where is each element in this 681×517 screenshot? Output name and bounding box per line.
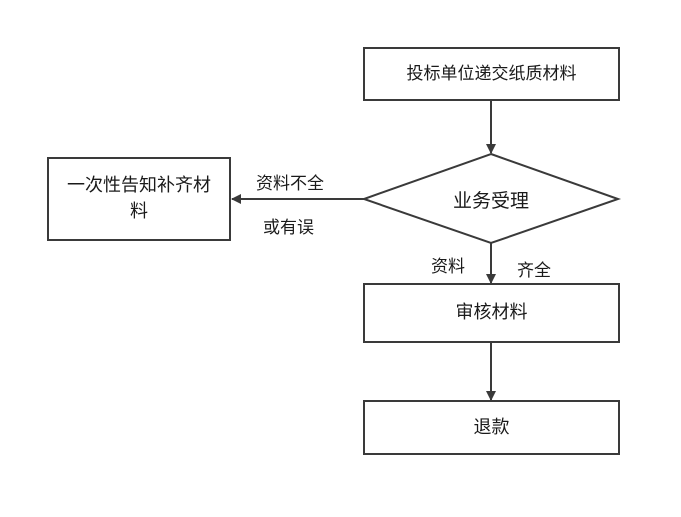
node-submit-materials: 投标单位递交纸质材料 <box>363 47 620 101</box>
edge-label-complete-line1: 资料 <box>431 257 465 277</box>
node-refund-label: 退款 <box>473 416 510 438</box>
node-submit-materials-label: 投标单位递交纸质材料 <box>406 64 577 84</box>
node-notify-supplement: 一次性告知补齐材料 <box>47 157 231 241</box>
edge-label-incomplete-line2: 或有误 <box>263 218 314 238</box>
edge-label-incomplete-line1: 资料不全 <box>256 174 324 194</box>
node-notify-supplement-label: 一次性告知补齐材料 <box>67 175 211 222</box>
node-business-acceptance-label: 业务受理 <box>452 190 529 212</box>
node-review-materials: 审核材料 <box>363 283 620 343</box>
edge-label-complete-line2: 齐全 <box>517 261 551 281</box>
node-refund: 退款 <box>363 400 620 455</box>
node-review-materials-label: 审核材料 <box>455 302 528 323</box>
